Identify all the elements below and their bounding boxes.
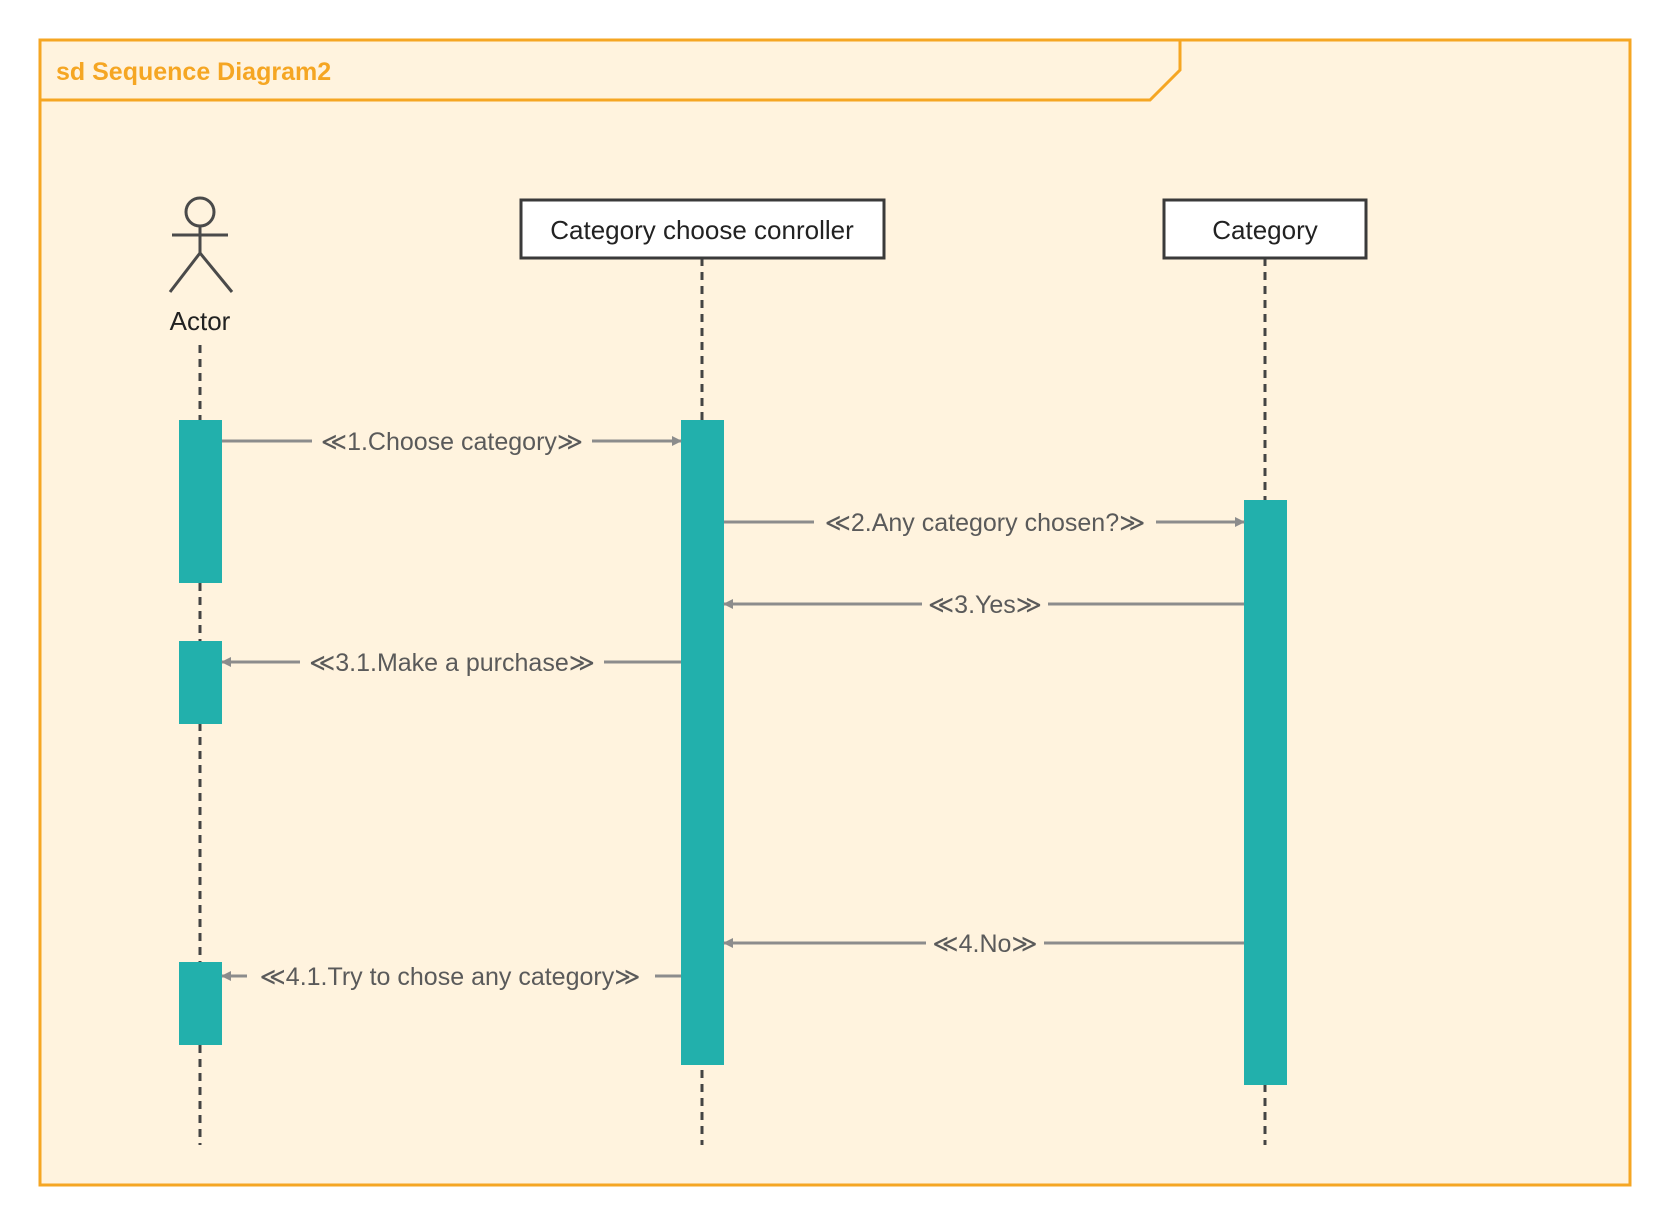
message-4-label: ≪4.No≫	[932, 930, 1037, 958]
controller-activation	[681, 420, 724, 1065]
message-2-label: ≪2.Any category chosen?≫	[825, 509, 1146, 537]
message-3-1-label: ≪3.1.Make a purchase≫	[309, 649, 595, 677]
message-1-label: ≪1.Choose category≫	[321, 428, 583, 456]
message-3-1: ≪3.1.Make a purchase≫	[221, 649, 681, 677]
message-1: ≪1.Choose category≫	[222, 428, 682, 456]
actor-activation-3	[179, 962, 222, 1045]
frame-title: sd Sequence Diagram2	[56, 58, 331, 86]
message-2: ≪2.Any category chosen?≫	[724, 509, 1245, 537]
message-4-1-label: ≪4.1.Try to chose any category≫	[260, 963, 641, 991]
message-3-label: ≪3.Yes≫	[928, 591, 1042, 619]
actor-label: Actor	[170, 306, 231, 336]
message-4-1: ≪4.1.Try to chose any category≫	[221, 963, 681, 991]
frame-title-tab	[40, 40, 1182, 102]
category-activation	[1244, 500, 1287, 1085]
message-4: ≪4.No≫	[723, 930, 1244, 958]
message-3: ≪3.Yes≫	[723, 591, 1244, 619]
actor-activation-1	[179, 420, 222, 583]
controller-box	[519, 198, 886, 260]
category-label: Category	[1212, 215, 1318, 245]
actor-icon	[168, 196, 234, 293]
category-box	[1162, 198, 1368, 260]
actor-activation-2	[179, 641, 222, 724]
controller-label: Category choose conroller	[550, 215, 854, 245]
